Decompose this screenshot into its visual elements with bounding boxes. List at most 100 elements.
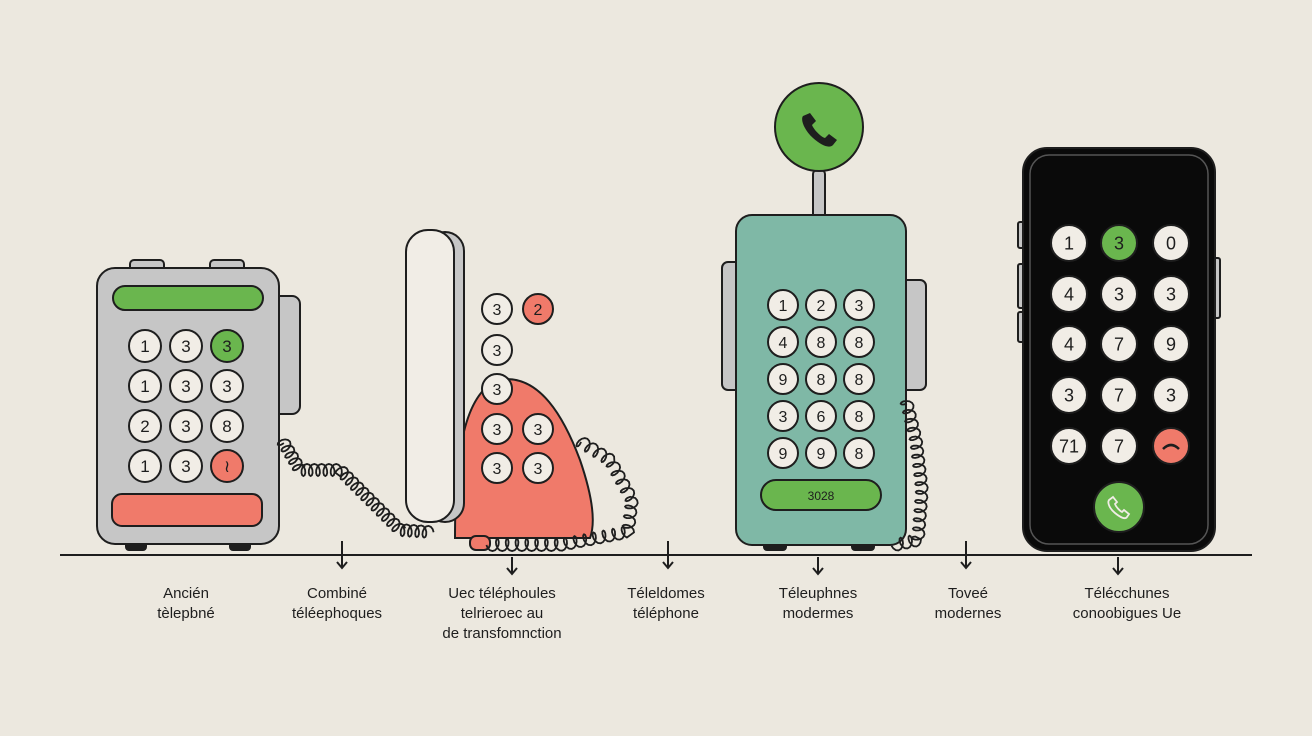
timeline-arrows [336,541,1124,576]
keypad-key [843,400,875,432]
handset [405,229,455,523]
keypad-key-label: 1 [140,377,149,396]
keypad-key [767,363,799,395]
keypad-key [805,400,837,432]
hangup-icon [1162,443,1180,450]
keypad-key-label: 0 [1166,233,1176,253]
keypad-key-label: 3 [855,298,864,315]
timeline-arrow [812,557,824,576]
call-bubble [774,82,864,172]
keypad-key [210,449,244,483]
keypad-key [767,289,799,321]
keypad-key-label: 9 [779,372,788,389]
timeline-arrow [336,541,348,570]
keypad-key-label: 8 [817,372,826,389]
keypad-key-label: ≀ [224,457,230,476]
keypad-key-label: 3 [493,422,502,439]
cordless-coiled-cord [890,400,929,552]
rotary-base [453,378,594,539]
keypad-key-label: 7 [1114,436,1124,456]
keypad-key-label: 3 [493,461,502,478]
cordless-call-bar [760,479,882,511]
keypad-key [1050,224,1088,262]
keypad-key-label: 8 [855,409,864,426]
keypad-key [1152,376,1190,414]
call-button [1093,481,1145,533]
keypad-key [169,369,203,403]
timeline [60,541,1252,576]
keypad-key-label: 3 [779,409,788,426]
phone-call-icon [1107,495,1131,520]
keypad-key [481,413,513,445]
keypad-key [805,363,837,395]
keypad-key-label: 3 [1064,385,1074,405]
cordless-antenna [812,169,826,219]
keypad-key-label: 6 [817,409,826,426]
keypad-key-label: 1 [140,457,149,476]
timeline-arrow [506,557,518,576]
timeline-arrow [1112,557,1124,576]
keypad-key-label: 4 [1064,334,1074,354]
keypad-key [767,326,799,358]
keypad-key-label: 3 [534,422,543,439]
keypad-key [1100,427,1138,465]
timeline-arrow [662,541,674,570]
keypad-key-label: 4 [779,335,788,352]
landline-red-bar [111,493,263,527]
keypad-key [522,452,554,484]
keypad-key [128,449,162,483]
keypad-key [210,369,244,403]
keypad-key [805,437,837,469]
keypad-key-label: 4 [1064,284,1074,304]
keypad-key-label: 3 [1166,284,1176,304]
keypad-key-label: 3 [1166,385,1176,405]
keypad-key [767,400,799,432]
keypad-key-label: 3 [1114,233,1124,253]
keypad-key-label: 71 [1059,436,1079,456]
keypad-key-label: 3 [181,457,190,476]
keypad-key [1100,275,1138,313]
keypad-key-label: 2 [140,417,149,436]
keypad-key [1100,325,1138,363]
keypad-key-label: 3 [222,377,231,396]
keypad-key-label: 9 [817,446,826,463]
keypad-key [843,326,875,358]
keypad-key [1152,224,1190,262]
keypad-key [169,409,203,443]
keypad-key [522,293,554,325]
keypad-key [1050,325,1088,363]
landline-green-bar [112,285,264,311]
keypad-key-label: 8 [855,372,864,389]
keypad-key-label: 1 [779,298,788,315]
smartphone-bezel [1029,154,1209,545]
keypad-key [128,369,162,403]
keypad-key-label: 8 [222,417,231,436]
keypad-key [210,329,244,363]
keypad-key-label: 1 [1064,233,1074,253]
keypad-key-label: 7 [1114,385,1124,405]
keypad-key [843,363,875,395]
keypad-key-label: 8 [817,335,826,352]
keypad-key [210,409,244,443]
keypad-key [805,326,837,358]
keypad-key-label: 3 [493,302,502,319]
keypad-key [805,289,837,321]
rotary-coiled-cord [485,437,639,552]
keypad-key-label: 3 [493,382,502,399]
keypad-key-label: 3 [181,337,190,356]
keypad-key [1100,376,1138,414]
keypad-key-label: 9 [779,446,788,463]
